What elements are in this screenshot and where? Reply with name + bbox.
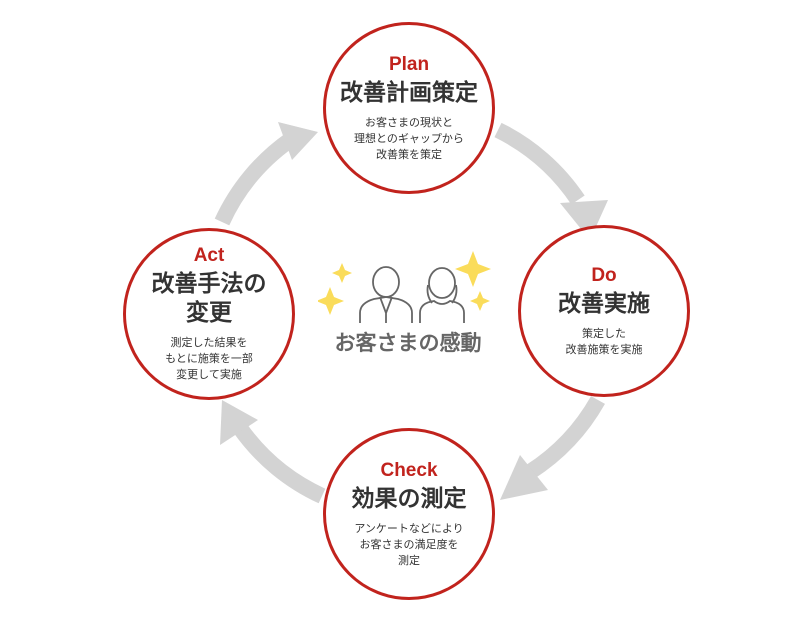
sparkle-icon <box>316 251 491 315</box>
step-en-label: Act <box>193 245 225 266</box>
step-plan: Plan 改善計画策定 お客さまの現状と 理想とのギャップから 改善策を策定 <box>323 22 495 194</box>
step-check: Check 効果の測定 アンケートなどにより お客さまの満足度を 測定 <box>323 428 495 600</box>
step-en-label: Check <box>380 459 438 481</box>
customer-delight: お客さまの感動 <box>316 245 498 365</box>
arrow-act-to-plan <box>214 133 295 226</box>
center-label: お客さまの感動 <box>334 332 482 355</box>
arrowhead-icon <box>560 200 608 240</box>
step-do: Do 改善実施 策定した 改善施策を実施 <box>518 225 690 397</box>
step-en-label: Plan <box>388 53 430 75</box>
arrowhead-icon <box>220 400 258 445</box>
step-description: 測定した結果を もとに施策を一部 変更して実施 <box>165 337 253 381</box>
arrow-check-to-act <box>233 423 326 504</box>
step-description: お客さまの現状と 理想とのギャップから 改善策を策定 <box>354 116 464 161</box>
step-title: 改善計画策定 <box>340 78 478 105</box>
customers-icon <box>316 251 491 323</box>
step-en-label: Do <box>591 264 617 286</box>
arrowhead-icon <box>500 455 548 500</box>
arrow-do-to-check <box>525 395 605 479</box>
step-description: 策定した 改善施策を実施 <box>565 327 643 356</box>
step-description: アンケートなどにより お客さまの満足度を 測定 <box>354 522 464 567</box>
step-title: 改善手法の 変更 <box>151 270 267 325</box>
step-act: Act 改善手法の 変更 測定した結果を もとに施策を一部 変更して実施 <box>123 228 295 400</box>
step-title: 改善実施 <box>558 289 650 316</box>
arrow-plan-to-do <box>494 122 585 205</box>
arrowhead-icon <box>278 122 318 160</box>
step-title: 効果の測定 <box>351 484 467 511</box>
